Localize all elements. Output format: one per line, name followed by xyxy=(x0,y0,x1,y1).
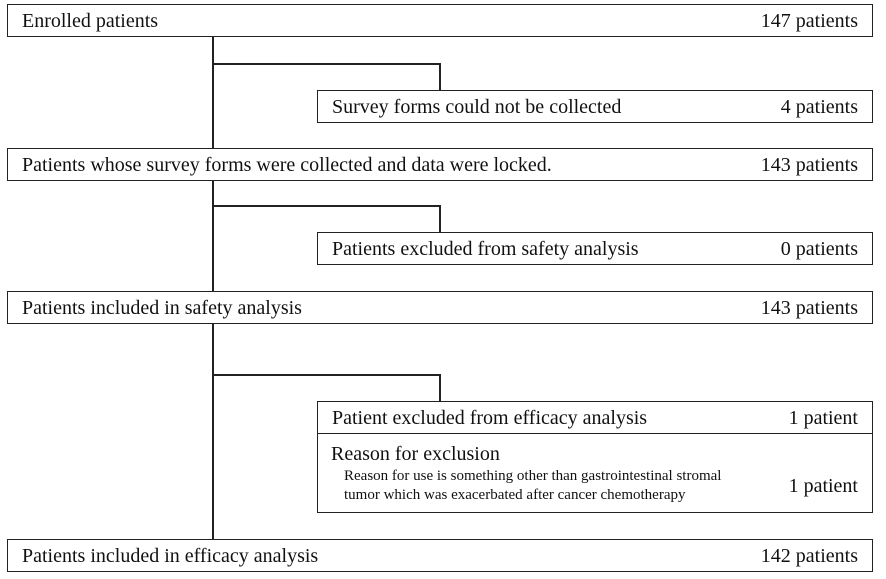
collected-count: 143 patients xyxy=(760,153,858,176)
branch-drop-1 xyxy=(439,63,441,90)
not-collected-count: 4 patients xyxy=(780,95,858,118)
excluded-safety-box: Patients excluded from safety analysis 0… xyxy=(317,232,873,265)
collected-box: Patients whose survey forms were collect… xyxy=(7,148,873,181)
branch-line-2 xyxy=(212,205,441,207)
excluded-efficacy-box: Patient excluded from efficacy analysis … xyxy=(317,401,873,434)
reason-description: Reason for use is something other than g… xyxy=(344,467,784,505)
reason-line-1: Reason for use is something other than g… xyxy=(344,468,722,484)
excluded-efficacy-label: Patient excluded from efficacy analysis xyxy=(332,406,648,429)
safety-count: 143 patients xyxy=(760,296,858,319)
safety-label: Patients included in safety analysis xyxy=(22,296,302,319)
excluded-safety-label: Patients excluded from safety analysis xyxy=(332,237,639,260)
not-collected-label: Survey forms could not be collected xyxy=(332,95,622,118)
excluded-efficacy-count: 1 patient xyxy=(788,406,858,429)
enrolled-count: 147 patients xyxy=(760,9,858,32)
branch-line-3 xyxy=(212,374,441,376)
efficacy-analysis-box: Patients included in efficacy analysis 1… xyxy=(7,539,873,572)
reason-for-exclusion-box: Reason for exclusion Reason for use is s… xyxy=(317,433,873,513)
branch-drop-2 xyxy=(439,205,441,232)
reason-count: 1 patient xyxy=(788,475,858,497)
excluded-safety-count: 0 patients xyxy=(780,237,858,260)
efficacy-label: Patients included in efficacy analysis xyxy=(22,544,319,567)
safety-analysis-box: Patients included in safety analysis 143… xyxy=(7,291,873,324)
enrolled-patients-box: Enrolled patients 147 patients xyxy=(7,4,873,37)
efficacy-count: 142 patients xyxy=(760,544,858,567)
not-collected-box: Survey forms could not be collected 4 pa… xyxy=(317,90,873,123)
branch-line-1 xyxy=(212,63,441,65)
main-flow-line xyxy=(212,37,214,539)
reason-line-2: tumor which was exacerbated after cancer… xyxy=(344,487,686,503)
branch-drop-3 xyxy=(439,374,441,401)
collected-label: Patients whose survey forms were collect… xyxy=(22,153,552,176)
enrolled-label: Enrolled patients xyxy=(22,9,159,32)
reason-title: Reason for exclusion xyxy=(331,443,500,465)
